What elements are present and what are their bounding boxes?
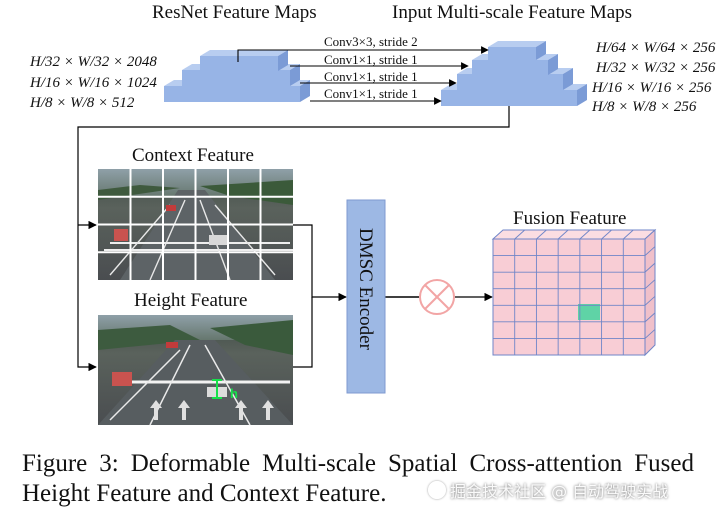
fusion-depth-line [536,229,547,240]
fusion-depth-line [644,295,656,306]
input-dim-4: H/8 × W/8 × 256 [592,99,697,115]
fusion-depth-line [514,229,526,240]
fusion-depth-line [644,329,656,339]
input-multiscale-title: Input Multi-scale Feature Maps [392,2,633,23]
input-layer-4 [488,41,546,60]
fusion-depth-line [644,262,656,273]
fusion-depth-line [622,229,634,240]
figure-caption: Figure 3: Deformable Multi-scale Spatial… [22,450,694,507]
input-dim-2: H/32 × W/32 × 256 [596,60,716,76]
conv-arrow-1 [237,46,489,62]
conv-label-3: Conv1×1, stride 1 [324,69,418,84]
conv-arrows [237,46,489,105]
fusion-feature-title: Fusion Feature [513,208,627,229]
fusion-depth-line [644,312,656,323]
fusion-depth-line [644,246,656,256]
watermark-logo-icon [428,481,446,499]
context-grid-overlay [98,169,293,280]
fusion-depth-line [579,229,591,240]
height-to-encoder [293,297,313,368]
resnet-dim-1: H/32 × W/32 × 2048 [30,54,157,70]
connector-to-height [77,106,510,372]
encoder-label: DMSC Encoder [355,228,376,351]
fusion-depth-line [557,229,569,240]
fusion-feature-grid [491,228,657,357]
fusion-highlight-cell [578,304,600,320]
height-h-label: h [230,386,238,401]
context-feature-image [98,169,293,281]
conv-label-1: Conv3×3, stride 2 [324,34,418,49]
resnet-dim-3: H/8 × W/8 × 512 [30,95,135,111]
resnet-dim-2: H/16 × W/16 × 1024 [30,75,157,91]
height-indicator [212,379,222,399]
height-feature-title: Height Feature [134,290,248,311]
fusion-depth-line [601,229,612,240]
connectors [77,106,510,372]
conv-label-4: Conv1×1, stride 1 [324,86,418,101]
conv-label-2: Conv1×1, stride 1 [324,52,418,67]
resnet-feature-stack [164,50,310,102]
input-dim-3: H/16 × W/16 × 256 [592,80,712,96]
dmsc-encoder-box: DMSC Encoder [346,199,386,394]
resnet-layer-3 [200,50,288,71]
context-feature-title: Context Feature [132,145,254,166]
fusion-depth-line [644,279,656,290]
watermark-text: 掘金技术社区 @ 自动驾驶实战 [450,482,669,501]
context-to-encoder [293,224,347,302]
height-feature-image: h [98,315,293,426]
multiply-symbol [419,279,455,315]
resnet-title: ResNet Feature Maps [152,2,317,23]
input-dim-1: H/64 × W/64 × 256 [596,40,716,56]
watermark: 掘金技术社区 @ 自动驾驶实战 [428,478,668,502]
input-multiscale-stack [441,41,587,106]
